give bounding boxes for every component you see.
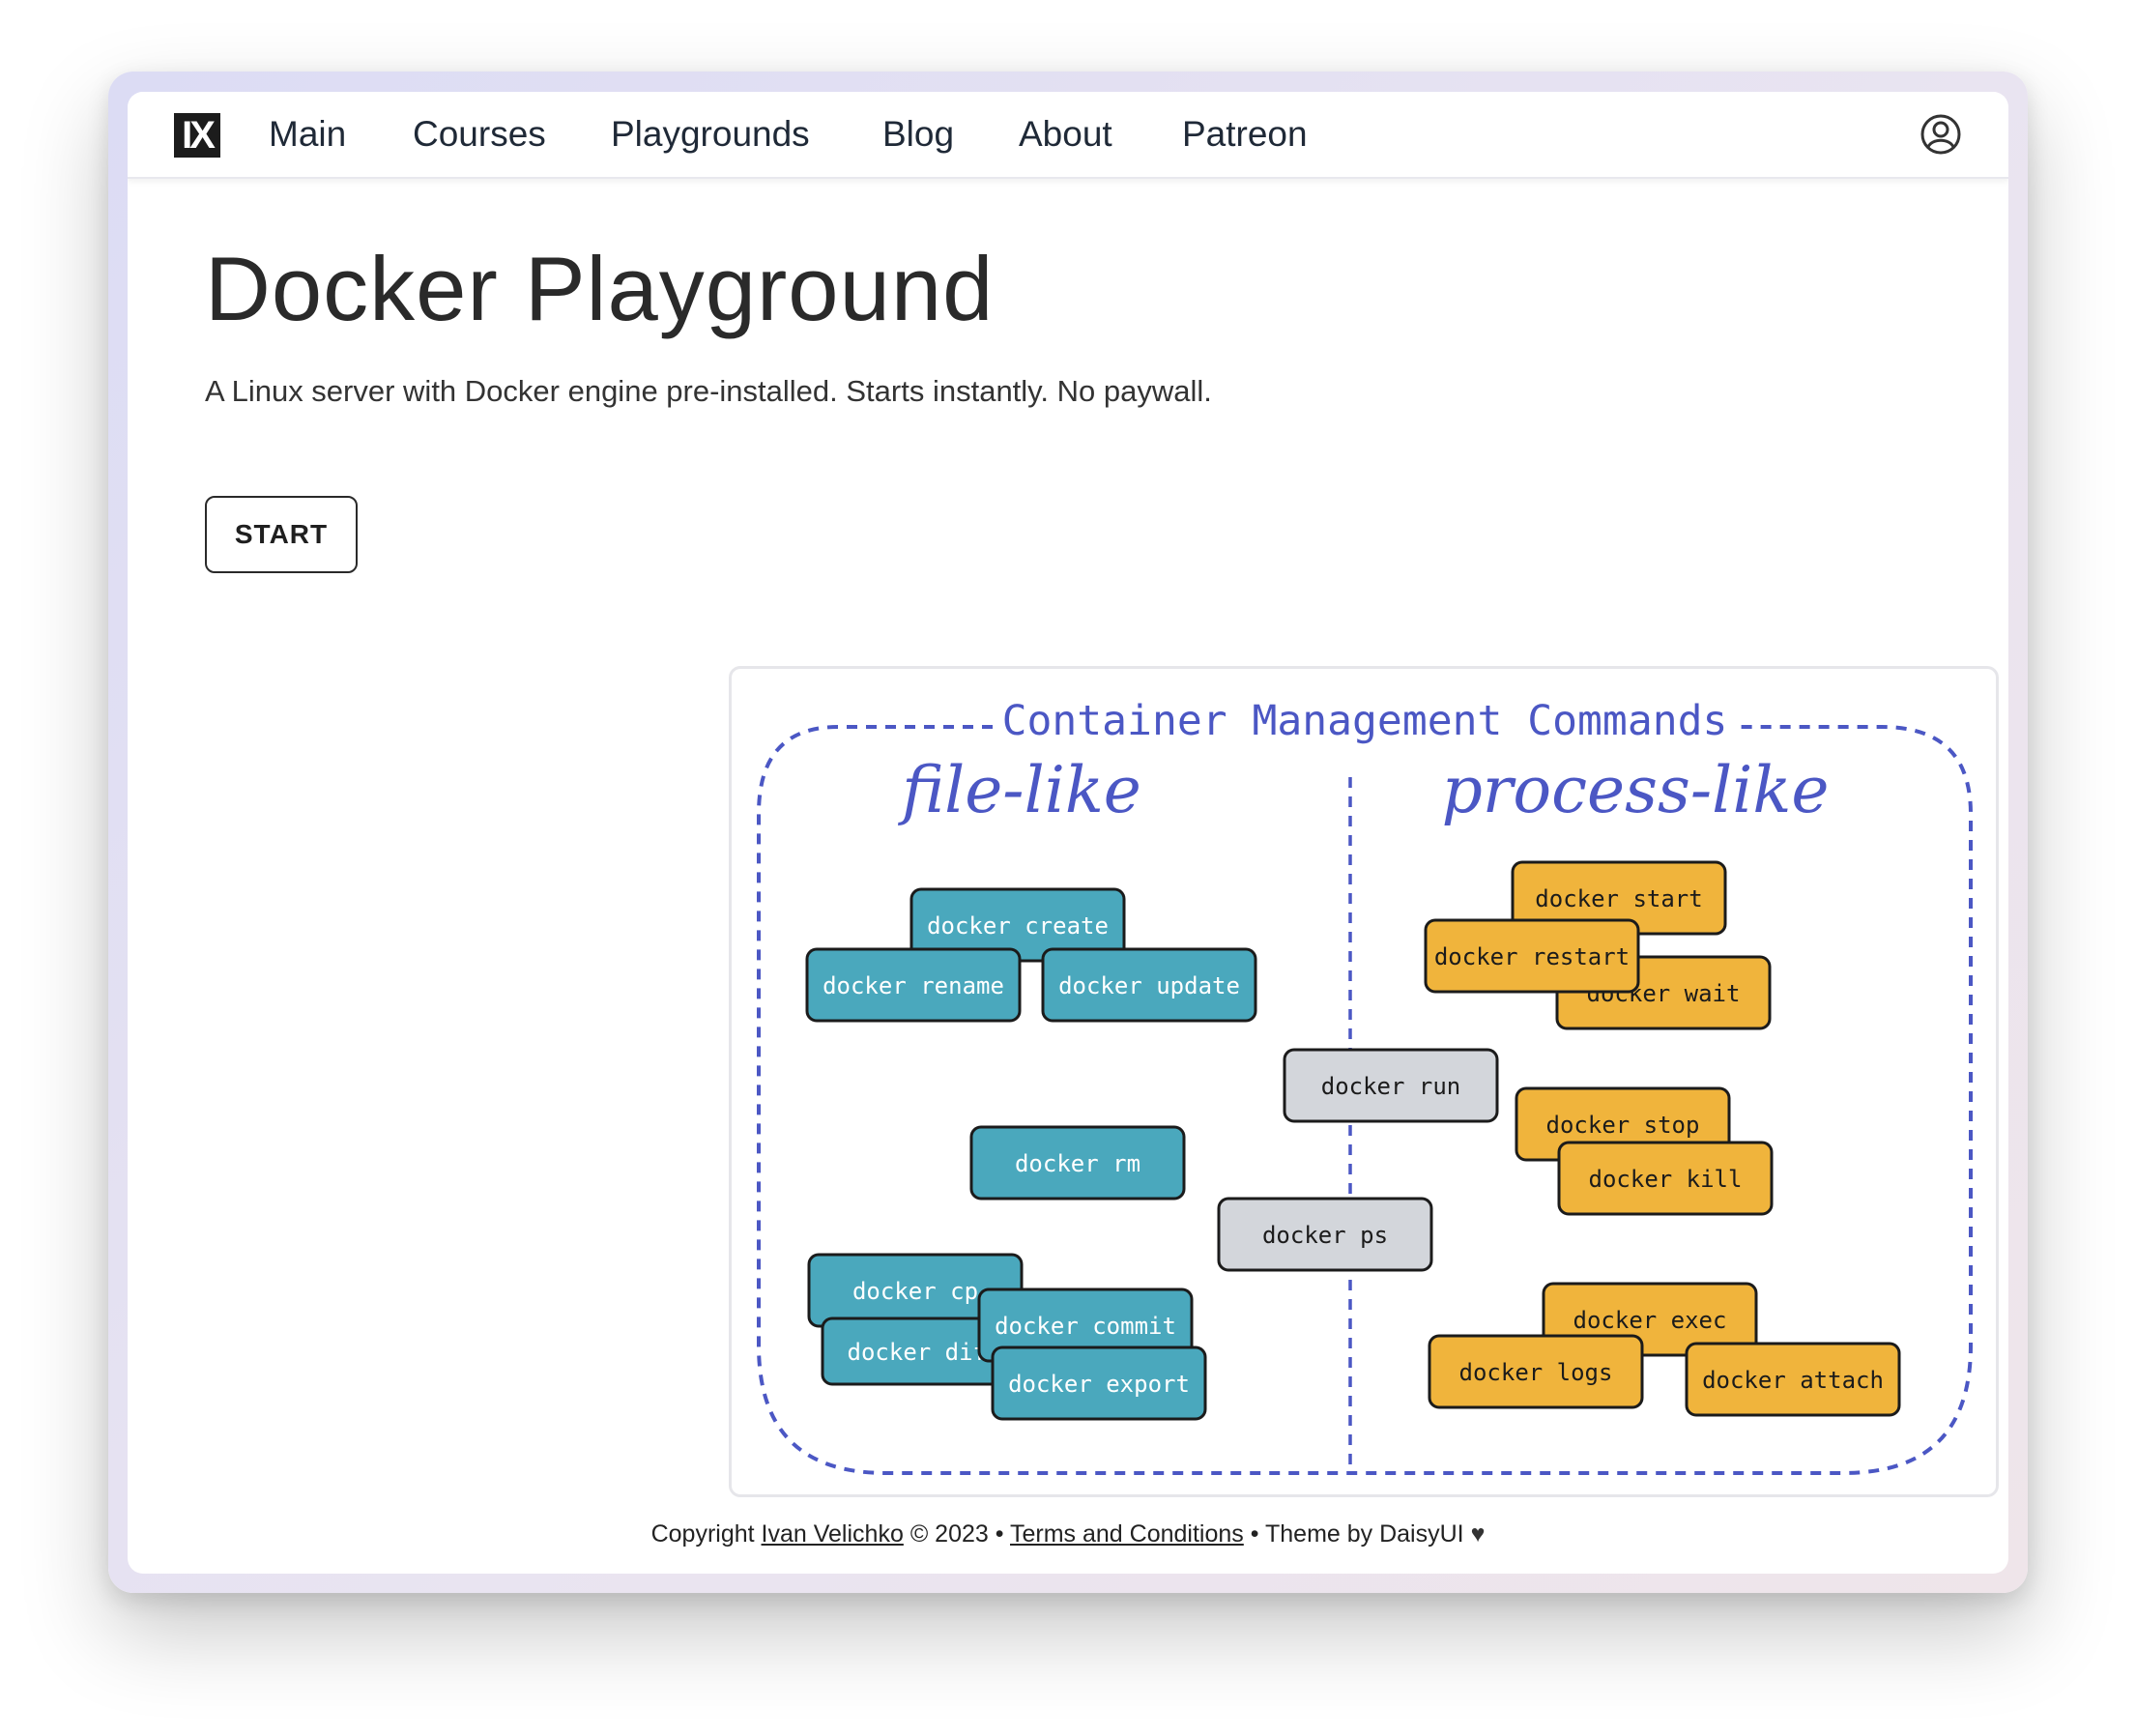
footer-theme: • Theme by DaisyUI	[1250, 1520, 1464, 1548]
footer-copyright: Copyright	[650, 1520, 755, 1548]
file-command-label: docker create	[927, 912, 1109, 940]
command-box-docker-create: docker create	[909, 887, 1126, 963]
file-command-box	[969, 1125, 1186, 1201]
process-like-heading: process-like	[1442, 753, 1830, 827]
footer-year: © 2023 •	[909, 1520, 1004, 1548]
container-commands-diagram: Container Management Commands file-like …	[757, 697, 1973, 1475]
dashed-group-border	[757, 725, 1973, 1475]
command-box-docker-run: docker run	[1283, 1048, 1499, 1123]
file-command-label: docker rm	[1015, 1150, 1140, 1177]
process-command-box	[1685, 1342, 1901, 1417]
footer: Copyright Ivan Velichko © 2023 • Terms a…	[128, 1520, 2008, 1548]
neutral-command-box	[1217, 1197, 1433, 1272]
command-box-docker-kill: docker kill	[1557, 1141, 1774, 1216]
user-circle-icon[interactable]	[1919, 112, 1963, 157]
start-button[interactable]: START	[205, 496, 358, 573]
site-logo[interactable]: IX	[174, 113, 220, 158]
command-box-docker-logs: docker logs	[1428, 1334, 1644, 1409]
browser-window: IX Main Courses Playgrounds Blog About P…	[128, 92, 2008, 1574]
process-command-label: docker stop	[1546, 1112, 1700, 1139]
nav-link-courses[interactable]: Courses	[413, 114, 546, 154]
file-like-heading: file-like	[897, 753, 1141, 827]
page-title: Docker Playground	[205, 238, 995, 339]
neutral-command-box	[1283, 1048, 1499, 1123]
command-box-docker-export: docker export	[991, 1345, 1207, 1421]
nav-link-blog[interactable]: Blog	[882, 114, 955, 154]
file-command-box	[991, 1345, 1207, 1421]
process-command-label: docker logs	[1459, 1359, 1613, 1386]
footer-author-link[interactable]: Ivan Velichko	[761, 1520, 904, 1548]
diagram-title: Container Management Commands	[1002, 697, 1728, 745]
file-command-box	[1041, 947, 1257, 1023]
process-command-label: docker start	[1535, 885, 1702, 912]
command-box-docker-ps: docker ps	[1217, 1197, 1433, 1272]
process-command-label: docker restart	[1434, 943, 1630, 970]
nav-link-playgrounds[interactable]: Playgrounds	[611, 114, 810, 154]
process-command-box	[1557, 1141, 1774, 1216]
process-command-label: docker exec	[1573, 1307, 1727, 1334]
footer-terms-link[interactable]: Terms and Conditions	[1010, 1520, 1244, 1548]
nav-link-main[interactable]: Main	[269, 114, 347, 154]
file-command-label: docker export	[1008, 1371, 1190, 1398]
file-command-box	[805, 947, 1022, 1023]
nav-link-about[interactable]: About	[1019, 114, 1112, 154]
file-command-label: docker commit	[995, 1313, 1176, 1340]
file-command-label: docker update	[1058, 972, 1240, 999]
file-command-label: docker rename	[823, 972, 1004, 999]
command-box-docker-restart: docker restart	[1424, 918, 1640, 994]
process-command-label: docker attach	[1702, 1367, 1884, 1394]
command-box-docker-attach: docker attach	[1685, 1342, 1901, 1417]
diagram-card: Container Management Commands file-like …	[729, 666, 1999, 1497]
command-box-docker-update: docker update	[1041, 947, 1257, 1023]
page-subtitle: A Linux server with Docker engine pre-in…	[205, 374, 1212, 408]
process-command-box	[1428, 1334, 1644, 1409]
command-box-docker-start: docker start	[1511, 860, 1727, 936]
top-navbar: IX Main Courses Playgrounds Blog About P…	[128, 92, 2008, 179]
command-box-docker-rename: docker rename	[805, 947, 1022, 1023]
heart-icon: ♥	[1470, 1520, 1486, 1548]
neutral-command-label: docker ps	[1262, 1222, 1388, 1249]
nav-link-patreon[interactable]: Patreon	[1182, 114, 1308, 154]
command-box-docker-rm: docker rm	[969, 1125, 1186, 1201]
process-command-box	[1424, 918, 1640, 994]
process-command-label: docker kill	[1589, 1166, 1743, 1193]
neutral-command-label: docker run	[1321, 1073, 1461, 1100]
file-command-label: docker diff	[848, 1339, 1001, 1366]
file-command-label: docker cp	[852, 1278, 978, 1305]
command-box-docker-commit: docker commit	[977, 1288, 1194, 1363]
